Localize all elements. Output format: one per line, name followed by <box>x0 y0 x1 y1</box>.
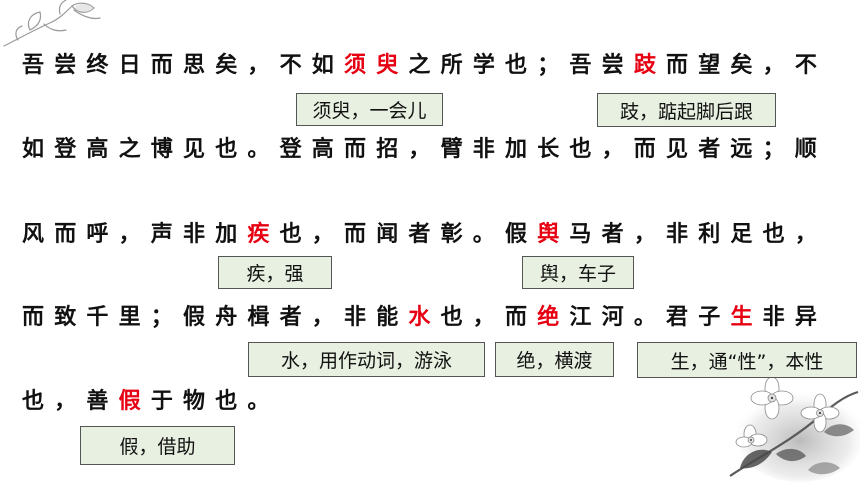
passage-text: 于物也。 <box>150 389 280 414</box>
passage-text: 也，而 <box>440 305 538 330</box>
highlighted-term: 生 <box>730 305 763 330</box>
passage-text: 马者，非利足也， <box>569 222 828 247</box>
highlighted-term: 须臾 <box>344 53 409 78</box>
passage-line-2: 如登高之博见也。登高而招，臂非加长也，而见者远；顺 <box>22 135 827 165</box>
annotation-note: 疾，强 <box>218 256 332 289</box>
passage-text: 江河。君子 <box>569 305 731 330</box>
highlighted-term: 跂 <box>633 53 667 78</box>
passage-text: 吾尝终日而思矣，不如 <box>22 53 345 78</box>
highlighted-term: 疾 <box>247 222 280 247</box>
annotation-note: 生，通“性”，本性 <box>637 342 857 378</box>
passage-line-5: 也，善假于物也。 <box>22 387 280 417</box>
annotation-note: 绝，横渡 <box>495 342 614 377</box>
passage-text: 也，善 <box>22 389 119 414</box>
ink-flower-painting-icon <box>729 376 860 482</box>
passage-line-4: 而致千里；假舟楫者，非能水也，而绝江河。君子生非异 <box>22 303 827 333</box>
passage-line-3: 风而呼，声非加疾也，而闻者彰。假舆马者，非利足也， <box>22 220 827 250</box>
passage-text: 风而呼，声非加 <box>22 222 248 247</box>
passage-text: 而致千里；假舟楫者，非能 <box>22 305 409 330</box>
passage-text: 而望矣，不 <box>666 53 828 78</box>
annotation-note: 跂，踮起脚后跟 <box>597 93 776 127</box>
annotation-note: 假，借助 <box>80 426 235 465</box>
annotation-note: 须臾，一会儿 <box>296 93 443 126</box>
highlighted-term: 水 <box>408 305 441 330</box>
highlighted-term: 舆 <box>537 222 570 247</box>
passage-text: 也，而闻者彰。假 <box>279 222 538 247</box>
passage-line-1: 吾尝终日而思矣，不如须臾之所学也；吾尝跂而望矣，不 <box>22 51 827 81</box>
passage-text: 如登高之博见也。登高而招，臂非加长也，而见者远；顺 <box>22 137 828 162</box>
annotation-note: 水，用作动词，游泳 <box>248 342 485 377</box>
lotus-sketch-icon <box>3 0 101 47</box>
passage-text: 之所学也；吾尝 <box>408 53 634 78</box>
highlighted-term: 假 <box>118 389 151 414</box>
annotation-note: 舆，车子 <box>522 256 634 289</box>
highlighted-term: 绝 <box>537 305 570 330</box>
passage-text: 非异 <box>762 305 828 330</box>
